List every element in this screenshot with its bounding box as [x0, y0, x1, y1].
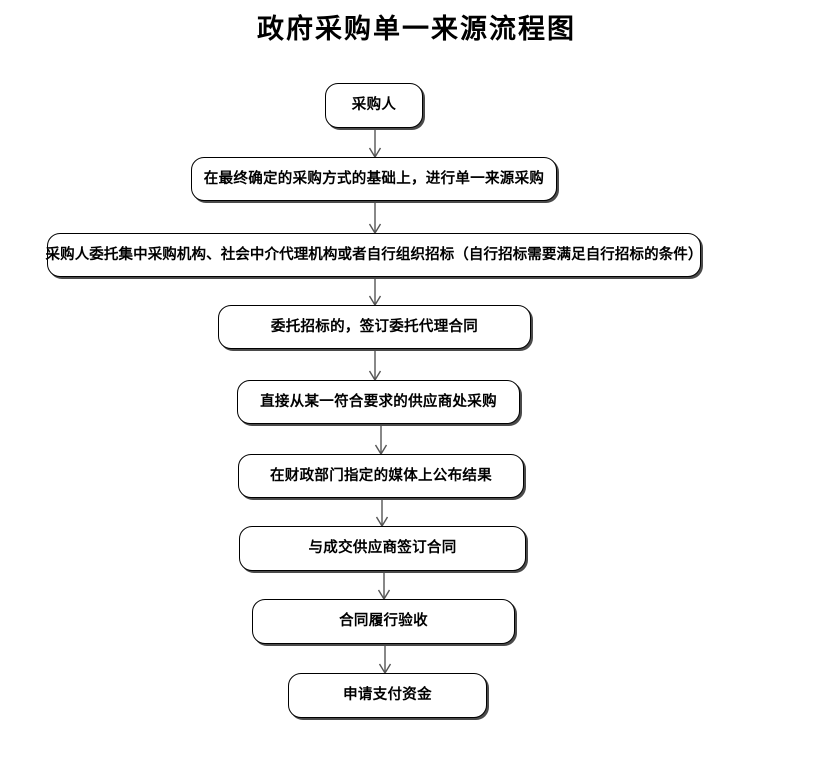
flow-node-publish-result[interactable]: 在财政部门指定的媒体上公布结果 [238, 454, 524, 498]
connector-n4-n5 [366, 347, 384, 382]
flow-node-contract-performance-acceptance[interactable]: 合同履行验收 [252, 599, 515, 644]
flow-node-label: 与成交供应商签订合同 [308, 540, 457, 557]
flow-node-label: 在财政部门指定的媒体上公布结果 [270, 467, 492, 484]
connector-n5-n6 [372, 422, 390, 456]
flow-node-label: 采购人委托集中采购机构、社会中介代理机构或者自行组织招标（自行招标需要满足自行招… [45, 246, 703, 263]
connector-n3-n4 [366, 275, 384, 307]
flow-node-purchase-from-qualified-supplier[interactable]: 直接从某一符合要求的供应商处采购 [237, 380, 520, 424]
flow-node-sign-agency-contract[interactable]: 委托招标的，签订委托代理合同 [218, 305, 531, 349]
flow-node-label: 合同履行验收 [339, 613, 428, 630]
page-title: 政府采购单一来源流程图 [257, 14, 576, 44]
flow-node-label: 在最终确定的采购方式的基础上，进行单一来源采购 [203, 170, 545, 187]
flow-node-apply-payment[interactable]: 申请支付资金 [288, 673, 487, 718]
flow-node-purchaser[interactable]: 采购人 [325, 83, 423, 128]
connector-n7-n8 [375, 569, 393, 601]
connector-n6-n7 [373, 496, 391, 528]
connector-n1-n2 [366, 126, 384, 159]
flow-node-label: 申请支付资金 [343, 687, 432, 704]
flow-node-entrust-agency-or-self-tender[interactable]: 采购人委托集中采购机构、社会中介代理机构或者自行组织招标（自行招标需要满足自行招… [46, 233, 702, 277]
flow-node-label: 直接从某一符合要求的供应商处采购 [260, 393, 497, 410]
connector-n2-n3 [366, 199, 384, 235]
connector-n8-n9 [376, 642, 394, 675]
flow-node-sign-contract-with-supplier[interactable]: 与成交供应商签订合同 [239, 526, 526, 571]
flow-node-single-source-procurement[interactable]: 在最终确定的采购方式的基础上，进行单一来源采购 [191, 157, 557, 201]
flow-node-label: 采购人 [351, 97, 397, 114]
flow-node-label: 委托招标的，签订委托代理合同 [270, 318, 479, 335]
